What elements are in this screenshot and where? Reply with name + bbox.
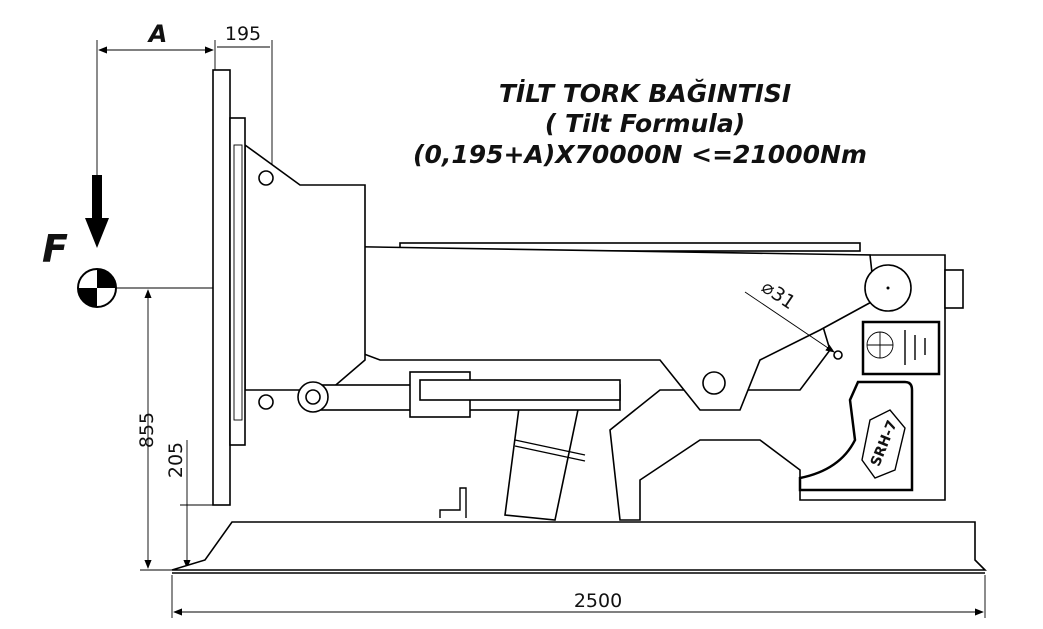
dimension-2500: 2500: [171, 575, 986, 618]
title-formula: (0,195+A)X70000N <=21000Nm: [413, 140, 867, 169]
force-arrow: F: [42, 175, 109, 271]
dimension-205: 205: [165, 440, 215, 569]
dimension-195-label: 195: [225, 23, 261, 45]
title-block: TİLT TORK BAĞINTISI ( Tilt Formula) (0,1…: [413, 78, 867, 169]
dimension-855-label: 855: [136, 412, 158, 448]
center-of-gravity-symbol: [77, 268, 272, 308]
force-label: F: [42, 227, 68, 271]
title-line-2: ( Tilt Formula): [545, 109, 745, 138]
dimension-a-label: A: [147, 20, 168, 48]
dimension-205-label: 205: [165, 442, 187, 478]
title-line-1: TİLT TORK BAĞINTISI: [499, 78, 791, 108]
dimension-855: 855: [136, 289, 200, 571]
dimension-2500-label: 2500: [574, 590, 622, 612]
rotator-machine: ⌀31 SRH-7: [171, 69, 987, 574]
